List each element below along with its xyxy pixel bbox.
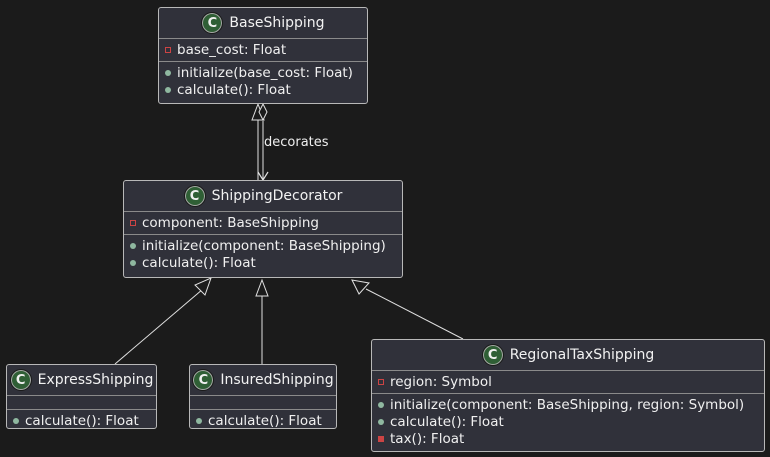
operations-section: initialize(component: BaseShipping, regi… bbox=[372, 394, 764, 449]
operation-row: calculate(): Float bbox=[13, 412, 156, 429]
public-icon bbox=[378, 401, 384, 408]
inheritance-arrowhead-express bbox=[194, 277, 212, 296]
operations-section: initialize(component: BaseShipping) calc… bbox=[124, 235, 402, 273]
private-method-icon bbox=[378, 435, 384, 442]
attributes-section: base_cost: Float bbox=[159, 39, 367, 62]
operation-row: tax(): Float bbox=[378, 430, 764, 447]
public-icon bbox=[378, 418, 384, 425]
operation-row: calculate(): Float bbox=[130, 254, 402, 271]
public-icon bbox=[13, 417, 19, 424]
operations-section: initialize(base_cost: Float) calculate()… bbox=[159, 62, 367, 100]
class-name: RegionalTaxShipping bbox=[509, 347, 655, 363]
class-header: C ExpressShipping bbox=[7, 365, 156, 396]
class-name: BaseShipping bbox=[229, 15, 325, 31]
private-icon bbox=[378, 378, 384, 385]
class-header: C RegionalTaxShipping bbox=[372, 340, 764, 371]
private-icon bbox=[165, 46, 171, 53]
class-name: ExpressShipping bbox=[37, 372, 154, 388]
class-header: C ShippingDecorator bbox=[124, 181, 402, 212]
class-name: InsuredShipping bbox=[220, 372, 334, 388]
attributes-section bbox=[7, 396, 156, 410]
public-icon bbox=[165, 69, 171, 76]
operation-row: calculate(): Float bbox=[165, 81, 367, 98]
attribute-row: base_cost: Float bbox=[165, 41, 367, 58]
class-c-icon: C bbox=[183, 185, 206, 207]
class-shipping-decorator[interactable]: C ShippingDecorator component: BaseShipp… bbox=[123, 180, 403, 278]
class-name: ShippingDecorator bbox=[211, 188, 343, 204]
class-c-icon: C bbox=[9, 369, 32, 391]
inheritance-line-express bbox=[114, 288, 204, 365]
class-c-icon: C bbox=[481, 344, 504, 366]
class-express-shipping[interactable]: C ExpressShipping calculate(): Float bbox=[6, 364, 157, 429]
attributes-section: component: BaseShipping bbox=[124, 212, 402, 235]
class-regional-tax-shipping[interactable]: C RegionalTaxShipping region: Symbol ini… bbox=[371, 339, 765, 452]
operation-row: calculate(): Float bbox=[378, 413, 764, 430]
operation-row: initialize(base_cost: Float) bbox=[165, 64, 367, 81]
operation-row: calculate(): Float bbox=[196, 412, 336, 429]
attribute-row: region: Symbol bbox=[378, 373, 764, 390]
public-icon bbox=[165, 86, 171, 93]
class-c-icon: C bbox=[192, 369, 215, 391]
class-base-shipping[interactable]: C BaseShipping base_cost: Float initiali… bbox=[158, 7, 368, 104]
operations-section: calculate(): Float bbox=[7, 410, 156, 431]
decorates-label: decorates bbox=[264, 135, 329, 150]
inheritance-arrowhead-insured bbox=[255, 278, 269, 297]
aggregation-diamond bbox=[258, 102, 268, 122]
public-icon bbox=[196, 417, 202, 424]
class-header: C BaseShipping bbox=[159, 8, 367, 39]
class-c-icon: C bbox=[201, 12, 224, 34]
operation-row: initialize(component: BaseShipping) bbox=[130, 237, 402, 254]
attributes-section: region: Symbol bbox=[372, 371, 764, 394]
class-insured-shipping[interactable]: C InsuredShipping calculate(): Float bbox=[189, 364, 337, 429]
public-icon bbox=[130, 259, 136, 266]
public-icon bbox=[130, 242, 136, 249]
private-icon bbox=[130, 219, 136, 226]
inheritance-arrowhead-regional bbox=[351, 279, 370, 295]
operation-row: initialize(component: BaseShipping, regi… bbox=[378, 396, 764, 413]
attribute-row: component: BaseShipping bbox=[130, 214, 402, 231]
inheritance-line-regional bbox=[365, 288, 464, 340]
attributes-section bbox=[190, 396, 336, 410]
class-header: C InsuredShipping bbox=[190, 365, 336, 396]
operations-section: calculate(): Float bbox=[190, 410, 336, 431]
